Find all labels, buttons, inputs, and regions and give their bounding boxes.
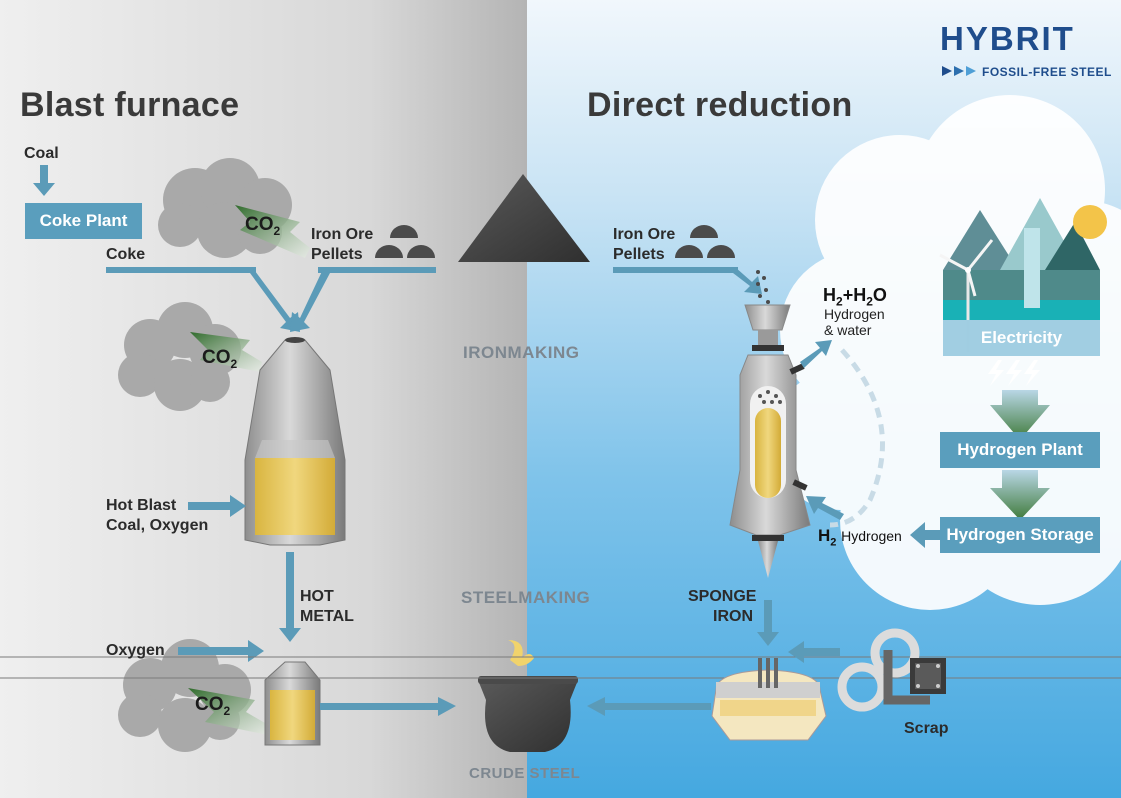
hydrogen-storage-box: Hydrogen Storage bbox=[940, 517, 1100, 553]
pellets-arrow-right bbox=[733, 267, 762, 294]
h2-h2o-arrow bbox=[800, 340, 832, 368]
label-pellets-left: Pellets bbox=[311, 246, 363, 263]
coke-line bbox=[106, 267, 256, 273]
co2-arrow-middle bbox=[190, 332, 262, 372]
heading-blast-furnace: Blast furnace bbox=[20, 86, 240, 124]
label-metal: METAL bbox=[300, 608, 354, 625]
label-h2: H2 Hydrogen bbox=[818, 526, 902, 548]
hydrogen-plant-box: Hydrogen Plant bbox=[940, 432, 1100, 468]
coke-plant-box: Coke Plant bbox=[25, 203, 142, 239]
label-h2-h2o: H2+H2O bbox=[823, 285, 887, 309]
eaf-to-crude-line bbox=[605, 703, 711, 710]
label-coal: Coal bbox=[24, 145, 59, 162]
pellets-line-left bbox=[318, 267, 436, 273]
renewable-energy-scene bbox=[939, 198, 1107, 352]
hydrogen-plant-label: Hydrogen Plant bbox=[957, 440, 1083, 459]
label-oxygen: Oxygen bbox=[106, 642, 165, 659]
sponge-iron-arrow bbox=[757, 600, 779, 646]
electricity-to-plant-arrow bbox=[990, 390, 1050, 440]
co2-label-bottom: CO2 bbox=[195, 694, 230, 718]
coke-plant-label: Coke Plant bbox=[39, 211, 128, 230]
co2-bot-main: CO bbox=[195, 694, 224, 715]
label-ironmaking: IRONMAKING bbox=[463, 343, 580, 362]
converter-to-crude-head bbox=[438, 697, 456, 716]
label-iron-ore-left: Iron Ore bbox=[311, 226, 374, 243]
eaf-to-crude-head bbox=[587, 697, 605, 716]
falling-pellets bbox=[756, 270, 770, 304]
h2h2o-e: O bbox=[872, 285, 887, 305]
h2-b: 2 bbox=[830, 536, 837, 549]
label-crude-steel: CRUDE STEEL bbox=[469, 765, 581, 782]
coal-arrow bbox=[33, 165, 55, 196]
label-sponge: SPONGE bbox=[688, 588, 757, 605]
recycle-dashed-arc bbox=[829, 348, 885, 528]
electric-arc-furnace bbox=[711, 658, 827, 741]
label-hot-blast: Hot Blast bbox=[106, 497, 177, 514]
logo-triangles bbox=[942, 66, 976, 76]
scrap-arrow bbox=[788, 641, 840, 663]
co2-cloud-middle bbox=[118, 302, 241, 411]
logo-tagline: FOSSIL-FREE STEEL bbox=[982, 65, 1112, 79]
coke-arrow bbox=[250, 267, 300, 332]
converter bbox=[264, 661, 321, 746]
h2h2o-c: +H bbox=[842, 285, 867, 305]
dr-shaft bbox=[729, 304, 811, 578]
co2-mid-sub: 2 bbox=[230, 356, 238, 371]
pellets-arrow-left bbox=[290, 267, 330, 332]
co2-bot-sub: 2 bbox=[223, 703, 231, 718]
co2-label-middle: CO2 bbox=[202, 347, 237, 371]
h2-in-arrow bbox=[806, 496, 844, 520]
co2-arrow-top bbox=[235, 205, 310, 258]
converter-to-crude-line bbox=[320, 703, 438, 710]
label-steelmaking: STEELMAKING bbox=[461, 588, 591, 607]
electricity-box bbox=[943, 320, 1100, 356]
lightning-icons bbox=[988, 360, 1040, 386]
oxygen-arrow bbox=[178, 640, 264, 662]
label-hot: HOT bbox=[300, 588, 334, 605]
scrap-pile bbox=[837, 628, 946, 712]
hybrit-logo: HYBRIT bbox=[940, 20, 1075, 57]
label-coke: Coke bbox=[106, 246, 146, 263]
h2h2o-a: H bbox=[823, 285, 836, 305]
plant-to-storage-arrow bbox=[990, 470, 1050, 520]
co2-top-sub: 2 bbox=[273, 223, 281, 238]
h2h2o-d: 2 bbox=[866, 294, 873, 309]
label-iron: IRON bbox=[713, 608, 753, 625]
hydrogen-storage-label: Hydrogen Storage bbox=[946, 525, 1094, 544]
hot-metal-arrow bbox=[279, 552, 301, 642]
co2-top-main: CO bbox=[245, 214, 274, 235]
electricity-label-box: Electricity bbox=[943, 320, 1100, 356]
pellets-line-right bbox=[613, 267, 738, 273]
h2-a: H bbox=[818, 526, 831, 545]
co2-arrow-bottom bbox=[188, 688, 270, 735]
storage-to-h2-arrow bbox=[910, 522, 940, 548]
blast-furnace bbox=[244, 337, 346, 546]
h2-label: Hydrogen bbox=[841, 528, 902, 544]
iron-ore-pellets-left bbox=[375, 225, 435, 258]
label-coal-oxygen: Coal, Oxygen bbox=[106, 517, 209, 534]
label-pellets-right: Pellets bbox=[613, 246, 665, 263]
label-scrap: Scrap bbox=[904, 720, 949, 737]
iron-ore-pellets-right bbox=[675, 225, 735, 258]
electricity-label: Electricity bbox=[980, 328, 1063, 347]
central-pellet-pile bbox=[458, 174, 590, 262]
co2-label-top: CO2 bbox=[245, 214, 280, 238]
co2-cloud-top bbox=[158, 158, 292, 258]
label-iron-ore-right: Iron Ore bbox=[613, 226, 676, 243]
h2h2o-b: 2 bbox=[836, 294, 843, 309]
label-hydrogen: Hydrogen bbox=[824, 306, 885, 322]
hot-blast-arrow bbox=[188, 495, 246, 517]
heading-direct-reduction: Direct reduction bbox=[587, 86, 853, 124]
co2-mid-main: CO bbox=[202, 347, 231, 368]
label-and-water: & water bbox=[824, 322, 872, 338]
